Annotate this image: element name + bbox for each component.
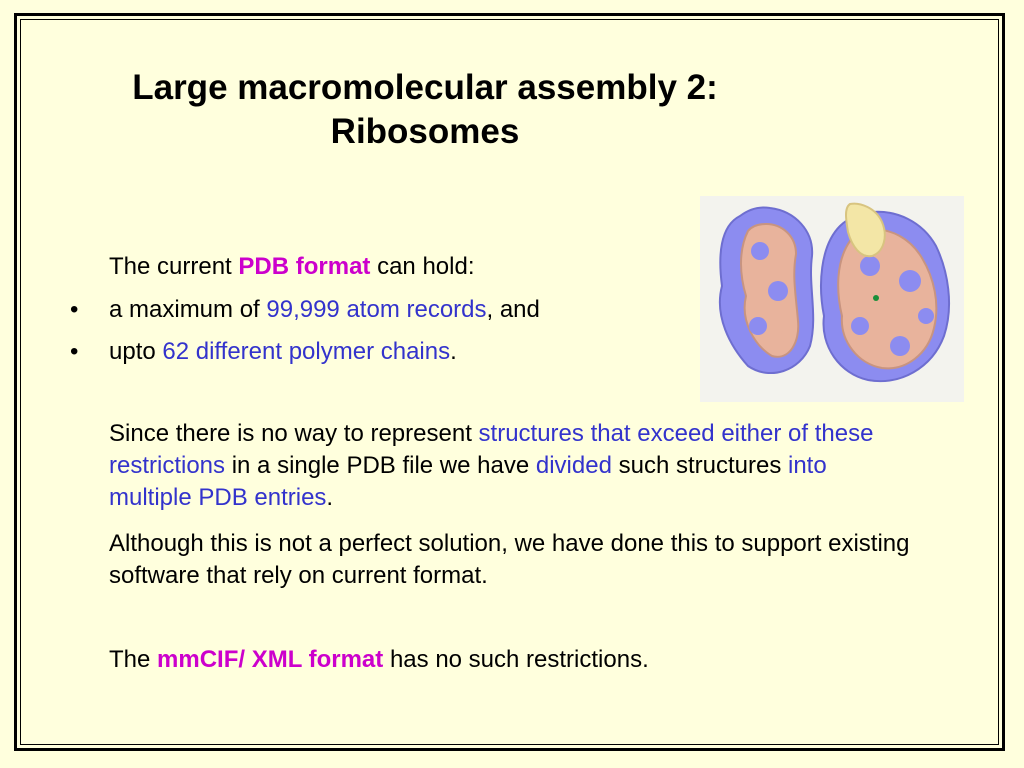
ribosome-icon (718, 202, 950, 383)
para1-text-1: Since there is no way to represent (109, 420, 479, 447)
para3-pre: The (109, 646, 158, 673)
para1-highlight-2: divided (535, 452, 612, 479)
bullet-2-pre: upto (109, 338, 163, 365)
paragraph-mmcif: The mmCIF/ XML format has no such restri… (109, 644, 939, 676)
slide-outer-border (14, 13, 1005, 751)
para3-highlight-mmcif: mmCIF/ XML format (157, 646, 384, 673)
para1-highlight-1: structures that exceed either of these r… (109, 420, 874, 479)
bullet-item-2: upto 62 different polymer chains. (109, 336, 457, 368)
para1-text-4: . (326, 484, 334, 511)
intro-post: can hold: (370, 253, 475, 280)
ribosome-structure-image (700, 196, 964, 402)
intro-pre: The current (109, 253, 239, 280)
title-line-2: Ribosomes (330, 112, 520, 151)
bullet-marker-1: • (70, 296, 79, 323)
bullet-item-1: a maximum of 99,999 atom records, and (109, 294, 540, 326)
paragraph-solution: Although this is not a perfect solution,… (109, 530, 910, 589)
intro-highlight-pdb-format: PDB format (238, 253, 371, 280)
slide-inner-border (20, 19, 999, 745)
bullet-2-highlight: 62 different polymer chains (162, 338, 451, 365)
para1-text-3: such structures (611, 452, 788, 479)
bullet-marker-2: • (70, 338, 79, 365)
title-line-1: Large macromolecular assembly 2: (132, 68, 718, 107)
para1-text-2: in a single PDB file we have (225, 452, 536, 479)
bullet-1-post: , and (486, 296, 540, 323)
bullet-1-pre: a maximum of (109, 296, 267, 323)
para3-post: has no such restrictions. (383, 646, 649, 673)
para1-highlight-3: into multiple PDB entries (109, 452, 827, 511)
paragraph-restrictions: Since there is no way to represent struc… (109, 418, 909, 514)
slide-title: Large macromolecular assembly 2: Ribosom… (0, 66, 850, 154)
bullet-2-post: . (450, 338, 457, 365)
intro-text: The current PDB format can hold: (109, 251, 474, 283)
bullet-1-highlight: 99,999 atom records (266, 296, 487, 323)
